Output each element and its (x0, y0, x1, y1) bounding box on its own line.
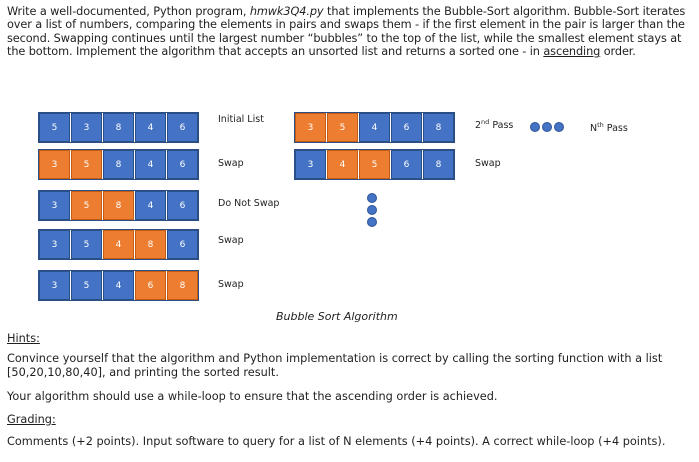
pass-cell: 4 (327, 150, 358, 179)
grading-heading: Grading: (7, 413, 56, 426)
pass-cell: 3 (295, 150, 326, 179)
label-swap-1: Swap (218, 158, 244, 169)
frame-row-1 (38, 112, 199, 143)
pass-cell: 8 (423, 150, 454, 179)
list-cell: 4 (135, 150, 166, 179)
problem-statement: Write a well-documented, Python program,… (7, 5, 695, 59)
label-second-pass: 2nd Pass (475, 118, 514, 132)
intro-text-a: Write a well-documented, Python program, (7, 5, 250, 18)
pass-cell: 4 (359, 113, 390, 142)
list-cell: 6 (167, 191, 198, 220)
list-cell: 6 (167, 113, 198, 142)
filename: hmwk3Q4.py (249, 5, 324, 18)
list-cell: 4 (103, 271, 134, 300)
ellipsis-dot-v1 (367, 193, 377, 203)
frame-row-4 (38, 229, 199, 260)
list-cell: 8 (135, 230, 166, 259)
list-cell: 3 (39, 271, 70, 300)
pass-cell: 6 (391, 150, 422, 179)
ellipsis-dot-h1 (530, 122, 540, 132)
list-cell: 5 (71, 271, 102, 300)
hints-heading: Hints: (7, 332, 40, 345)
list-cell: 4 (135, 113, 166, 142)
label-swap-3: Swap (218, 279, 244, 290)
diagram-caption: Bubble Sort Algorithm (276, 310, 398, 323)
ellipsis-dot-v2 (367, 205, 377, 215)
ellipsis-dot-v3 (367, 217, 377, 227)
list-cell: 4 (135, 191, 166, 220)
hint-line-1: Convince yourself that the algorithm and… (7, 352, 663, 379)
list-cell: 4 (103, 230, 134, 259)
pass-cell: 5 (327, 113, 358, 142)
list-cell: 5 (71, 230, 102, 259)
pass-cell: 6 (391, 113, 422, 142)
list-cell: 6 (135, 271, 166, 300)
label-swap-pass: Swap (475, 158, 501, 169)
intro-text-b: that implements the Bubble-Sort algorith… (7, 5, 686, 59)
list-cell: 3 (39, 230, 70, 259)
label-do-not-swap: Do Not Swap (218, 198, 280, 209)
list-cell: 3 (39, 150, 70, 179)
list-cell: 8 (103, 113, 134, 142)
pass-cell: 5 (359, 150, 390, 179)
hint-line-2: Your algorithm should use a while-loop t… (7, 390, 498, 403)
pass-cell: 3 (295, 113, 326, 142)
list-cell: 3 (39, 191, 70, 220)
list-cell: 6 (167, 230, 198, 259)
label-initial-list: Initial List (218, 114, 264, 125)
ascending-word: ascending (543, 45, 601, 59)
pass-cell: 8 (423, 113, 454, 142)
list-cell: 3 (71, 113, 102, 142)
list-cell: 5 (39, 113, 70, 142)
frame-row-2 (38, 149, 199, 180)
frame-row-3 (38, 190, 199, 221)
ellipsis-dot-h3 (554, 122, 564, 132)
list-cell: 8 (103, 150, 134, 179)
label-nth-pass: Nth Pass (590, 121, 628, 135)
frame-row-5 (38, 270, 199, 301)
list-cell: 6 (167, 150, 198, 179)
frame-pass-row-2 (294, 149, 455, 180)
list-cell: 5 (71, 191, 102, 220)
grading-line: Comments (+2 points). Input software to … (7, 435, 666, 448)
frame-pass-row-1 (294, 112, 455, 143)
intro-text-c: order. (600, 45, 636, 59)
label-swap-2: Swap (218, 235, 244, 246)
list-cell: 8 (167, 271, 198, 300)
ellipsis-dot-h2 (542, 122, 552, 132)
list-cell: 8 (103, 191, 134, 220)
list-cell: 5 (71, 150, 102, 179)
